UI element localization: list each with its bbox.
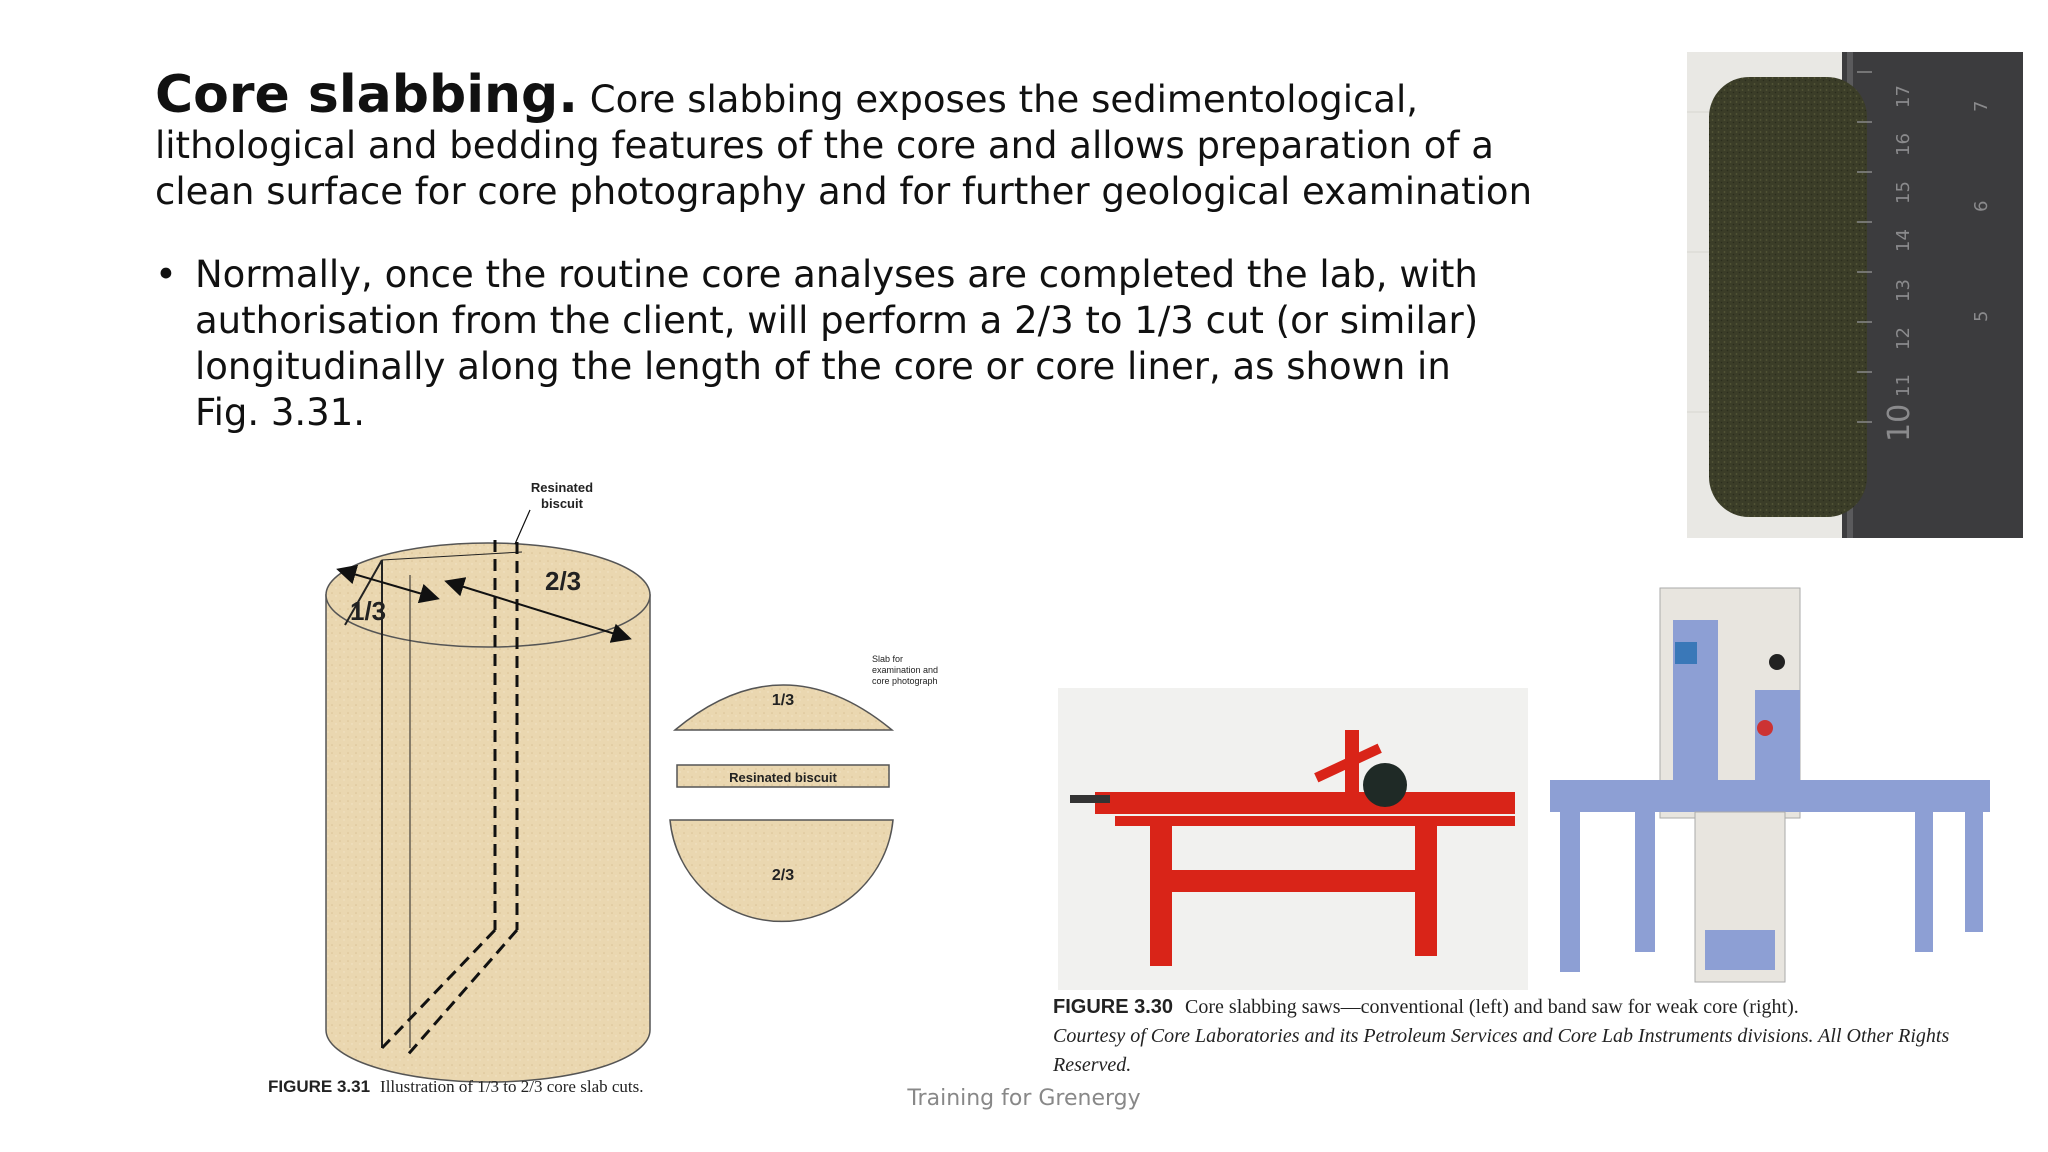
slab-cut-diagram: 1/3 2/3 Resinated biscuit 1/3 Resinated … (325, 480, 938, 1083)
label-two-thirds: 2/3 (545, 566, 581, 596)
ruler-number: 6 (1971, 201, 1992, 212)
slide-heading: Core slabbing. Core slabbing exposes the… (155, 69, 1535, 215)
band-saw (1550, 587, 1990, 983)
figure-3-31-number: FIGURE 3.31 (268, 1077, 371, 1096)
ruler-number: 16 (1893, 133, 1914, 156)
label-resinated-line2: biscuit (541, 496, 584, 511)
slab-note-line2: examination and (872, 665, 938, 675)
ruler-number: 10 (1882, 404, 1917, 442)
slab-note-line3: core photograph (872, 676, 938, 686)
slab-note-line1: Slab for (872, 654, 903, 664)
ruler-number: 14 (1893, 229, 1914, 252)
piece-two-thirds-label: 2/3 (772, 867, 794, 884)
piece-biscuit-label: Resinated biscuit (729, 770, 837, 785)
heading-text: Core slabbing exposes the sedimentologic… (155, 78, 1533, 213)
core-sample-photo: 10 11 12 13 14 15 16 17 5 6 7 (1687, 52, 2023, 538)
conventional-saw-photo (1058, 688, 1528, 990)
figure-3-30-number: FIGURE 3.30 (1053, 996, 1174, 1018)
slab-piece-two-thirds (669, 819, 894, 923)
heading-bold: Core slabbing. (155, 65, 579, 125)
ruler-number: 7 (1971, 101, 1992, 112)
figure-3-30-credit: Courtesy of Core Laboratories and its Pe… (1053, 1025, 1950, 1076)
core-saws-photo (1058, 580, 2005, 990)
ruler-number: 13 (1893, 279, 1914, 302)
figure-3-30-caption: FIGURE 3.30 Core slabbing saws—convention… (1053, 993, 2023, 1080)
figure-3-31-text: Illustration of 1/3 to 2/3 core slab cut… (380, 1077, 644, 1096)
label-resinated-line1: Resinated (531, 480, 593, 495)
label-one-third: 1/3 (350, 596, 386, 626)
core-sample (1709, 77, 1867, 517)
ruler-number: 17 (1893, 85, 1914, 108)
ruler-number: 5 (1971, 311, 1992, 322)
ruler-number: 11 (1893, 374, 1914, 397)
bullet-item: • Normally, once the routine core analys… (155, 252, 1495, 436)
figure-3-30-text: Core slabbing saws—conventional (left) a… (1185, 996, 1799, 1018)
bullet-list: • Normally, once the routine core analys… (155, 252, 1495, 436)
piece-third-label: 1/3 (772, 692, 794, 709)
conventional-saw (1095, 730, 1515, 966)
resinated-biscuit-piece (676, 764, 890, 788)
bullet-text: Normally, once the routine core analyses… (195, 253, 1479, 434)
slab-piece-third (672, 684, 895, 731)
bullet-dot: • (155, 253, 177, 296)
slide-footer: Training for Grenergy (907, 1086, 1141, 1111)
ruler-number: 12 (1893, 327, 1914, 350)
ruler-number: 15 (1893, 181, 1914, 204)
figure-3-31-caption: FIGURE 3.31 Illustration of 1/3 to 2/3 co… (268, 1077, 644, 1097)
core-cylinder (325, 594, 651, 1083)
